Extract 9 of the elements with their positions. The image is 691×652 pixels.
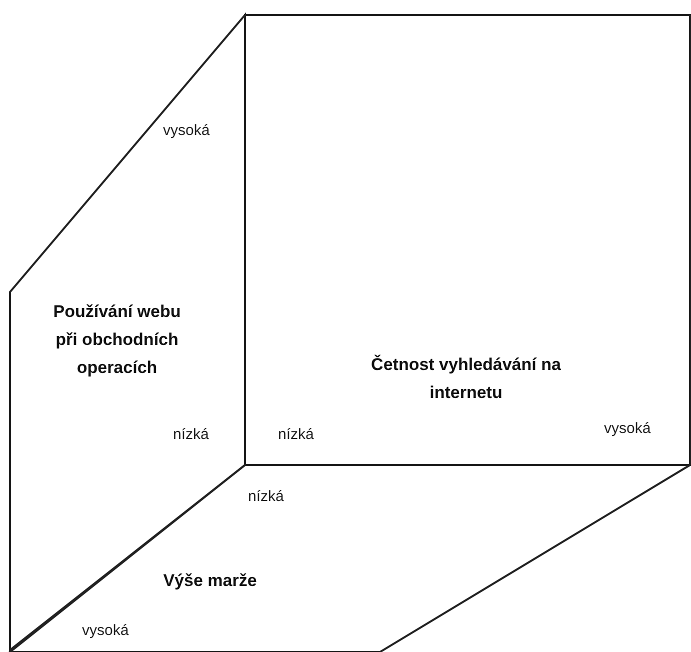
axis-title: Četnost vyhledávání na internetu xyxy=(370,354,562,404)
scale-label: nízká xyxy=(173,426,209,443)
axis-title: Výše marže xyxy=(162,570,258,592)
axis-title: Používání webu při obchodních operacích xyxy=(52,301,182,379)
scale-label: vysoká xyxy=(604,420,651,437)
scale-label: vysoká xyxy=(82,622,129,639)
scale-label: nízká xyxy=(278,426,314,443)
scale-label: vysoká xyxy=(163,122,210,139)
scale-label: nízká xyxy=(248,488,284,505)
